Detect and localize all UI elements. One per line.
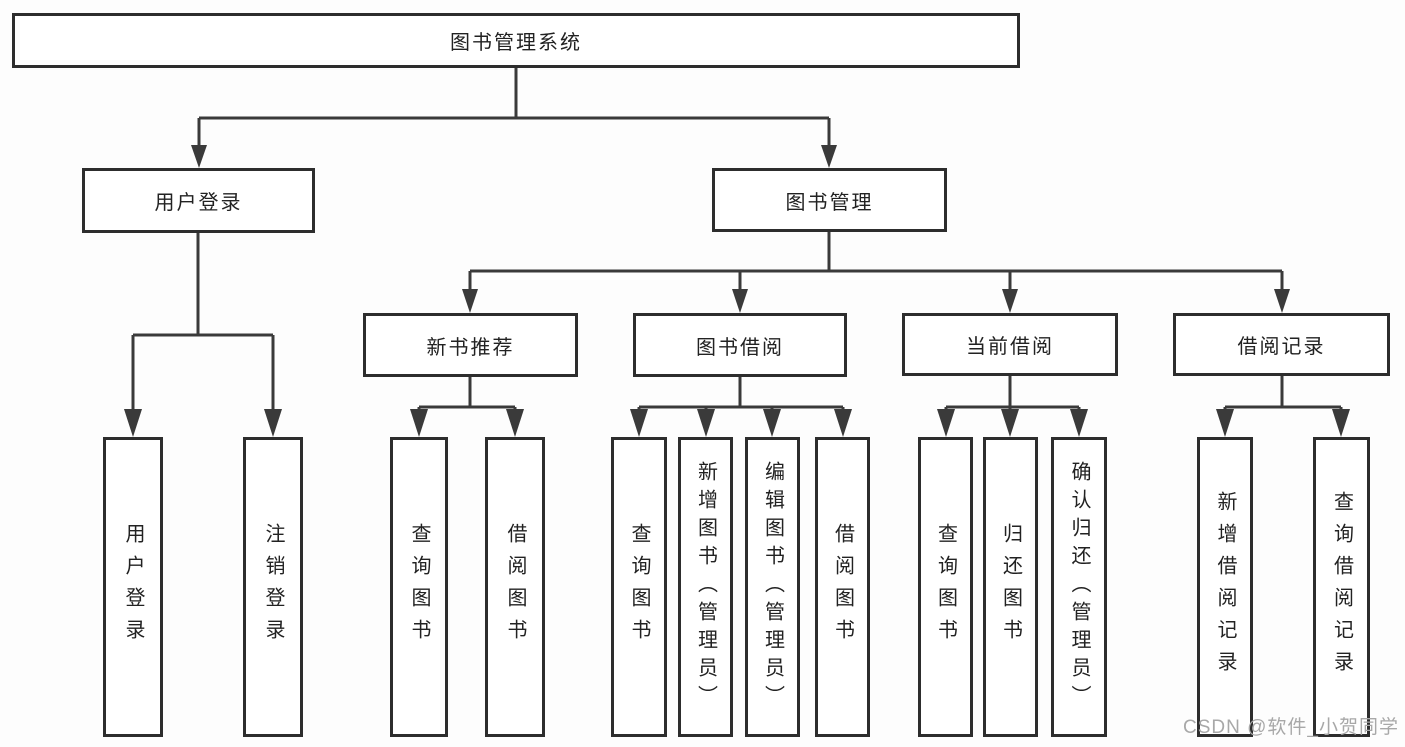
node-rec-query-books-label: 查询图书 xyxy=(408,523,430,651)
node-borrow-records: 借阅记录 xyxy=(1173,313,1390,376)
node-cb-return-books-label: 归还图书 xyxy=(999,523,1022,651)
node-br-add-record-label: 新增借阅记录 xyxy=(1214,491,1236,683)
node-rec-borrow-books-label: 借阅图书 xyxy=(504,523,526,651)
node-current-borrow: 当前借阅 xyxy=(902,313,1118,376)
node-br-query-record-label: 查询借阅记录 xyxy=(1330,491,1353,683)
node-cb-return-books: 归还图书 xyxy=(983,437,1038,737)
node-bb-edit-books-admin-label: 编辑图书（管理员） xyxy=(761,461,784,713)
node-rec-borrow-books: 借阅图书 xyxy=(485,437,545,737)
node-book-borrow: 图书借阅 xyxy=(633,313,847,377)
node-leaf-user-login-label: 用户登录 xyxy=(122,523,144,651)
node-bb-borrow-books: 借阅图书 xyxy=(815,437,870,737)
node-rec-query-books: 查询图书 xyxy=(390,437,448,737)
node-bb-add-books-admin: 新增图书（管理员） xyxy=(678,437,733,737)
node-bb-borrow-books-label: 借阅图书 xyxy=(831,523,854,651)
node-bb-add-books-admin-label: 新增图书（管理员） xyxy=(694,461,717,713)
csdn-watermark: CSDN @软件_小贺同学 xyxy=(1183,717,1399,738)
node-bb-edit-books-admin: 编辑图书（管理员） xyxy=(745,437,800,737)
node-bb-query-books: 查询图书 xyxy=(611,437,667,737)
node-cb-query-books-label: 查询图书 xyxy=(934,523,957,651)
node-book-management: 图书管理 xyxy=(712,168,947,232)
node-leaf-logout: 注销登录 xyxy=(243,437,303,737)
node-leaf-logout-label: 注销登录 xyxy=(262,523,284,651)
node-bb-query-books-label: 查询图书 xyxy=(628,523,650,651)
node-cb-confirm-return-admin-label: 确认归还（管理员） xyxy=(1068,461,1090,713)
node-br-query-record: 查询借阅记录 xyxy=(1313,437,1370,737)
node-cb-query-books: 查询图书 xyxy=(918,437,973,737)
node-leaf-user-login: 用户登录 xyxy=(103,437,163,737)
node-br-add-record: 新增借阅记录 xyxy=(1197,437,1253,737)
node-new-book-recommend: 新书推荐 xyxy=(363,313,578,377)
node-root: 图书管理系统 xyxy=(12,13,1020,68)
node-user-login: 用户登录 xyxy=(82,168,315,233)
node-cb-confirm-return-admin: 确认归还（管理员） xyxy=(1051,437,1107,737)
